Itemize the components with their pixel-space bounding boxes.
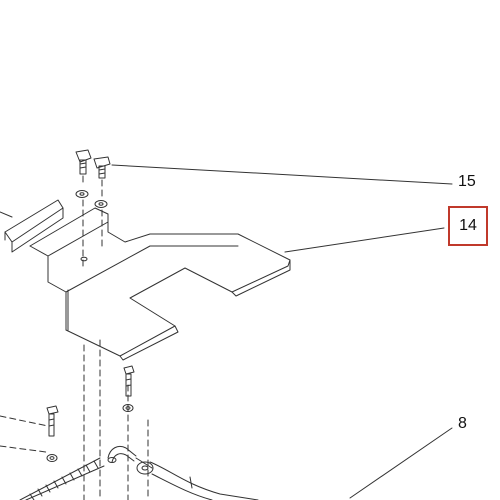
rail-bracket: [0, 199, 64, 253]
cable-hose: [107, 445, 259, 500]
bolt-15-left: [75, 149, 92, 175]
leader-line-15: [111, 164, 453, 185]
leader-line-14: [284, 227, 445, 253]
coil-spring: [19, 457, 105, 500]
assembly-centerlines: [0, 175, 149, 500]
stud-fastener-left: [46, 405, 59, 462]
stud-fastener-center: [122, 365, 135, 412]
callout-label-8: 8: [458, 415, 467, 432]
callout-label-15: 15: [458, 173, 476, 190]
washers-15: [75, 190, 108, 208]
mounting-bracket: [29, 207, 291, 361]
callout-label-14-highlighted[interactable]: 14: [448, 206, 488, 246]
bolt-15-right: [93, 156, 111, 179]
leader-line-8: [349, 427, 453, 499]
